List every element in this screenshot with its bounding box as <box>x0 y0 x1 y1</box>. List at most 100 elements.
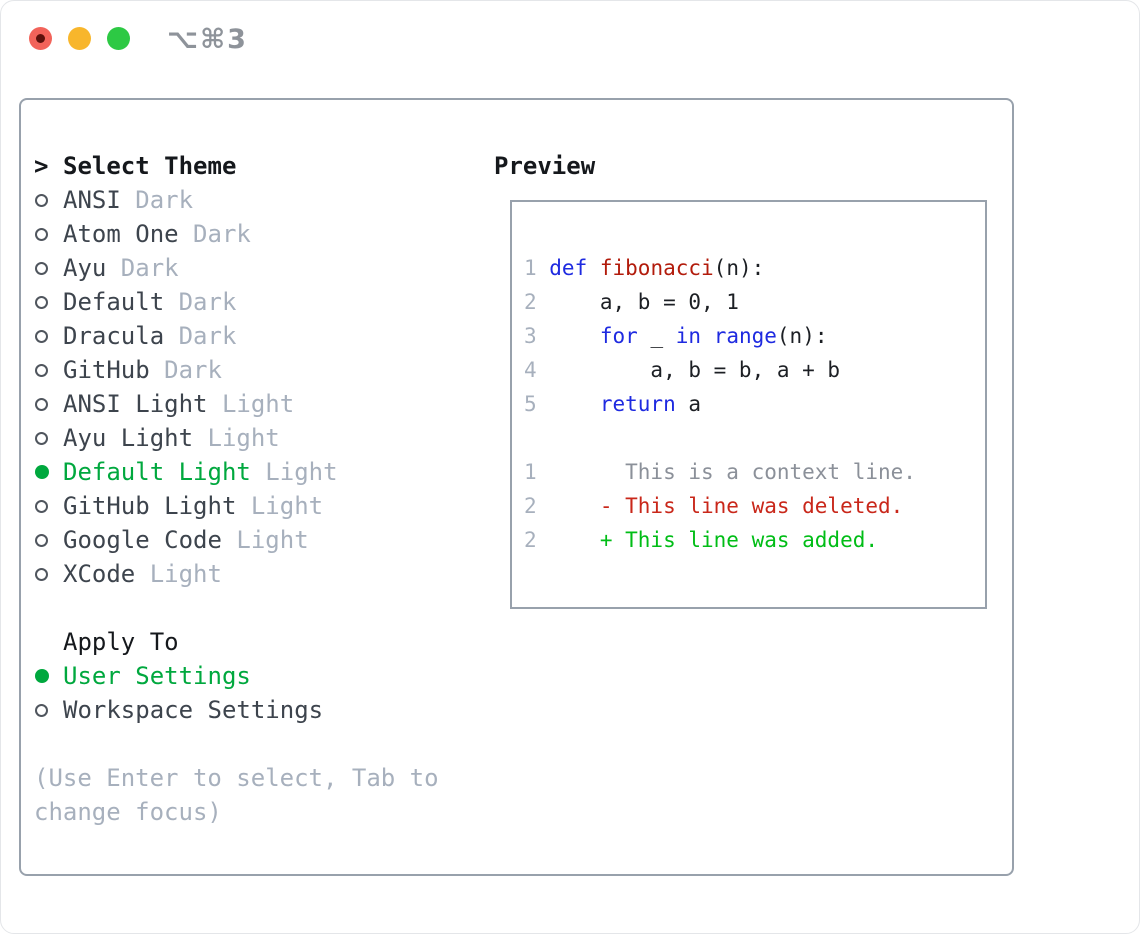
help-text: (Use Enter to select, Tab to change focu… <box>34 761 479 829</box>
code-line: 3 for _ in range(n): <box>524 319 985 353</box>
theme-variant-tag: Light <box>193 424 280 452</box>
theme-variant-tag: Light <box>207 390 295 418</box>
help-text-line: change focus) <box>34 798 222 826</box>
theme-variant-tag: Dark <box>164 288 237 316</box>
code-line: 4 a, b = b, a + b <box>524 353 985 387</box>
keyboard-shortcut-label: ⌥⌘3 <box>167 23 248 55</box>
close-button[interactable] <box>29 27 52 50</box>
theme-name: XCode <box>63 560 136 588</box>
blank-line <box>524 421 985 455</box>
theme-option-default[interactable]: Default Dark <box>34 285 479 319</box>
theme-name: Google Code <box>63 526 222 554</box>
zoom-button[interactable] <box>107 27 130 50</box>
code-text: a, b = b, a + b <box>549 358 841 382</box>
apply-option-user-settings[interactable]: User Settings <box>34 659 479 693</box>
theme-option-xcode[interactable]: XCode Light <box>34 557 479 591</box>
theme-variant-tag: Dark <box>178 220 251 248</box>
theme-name: GitHub <box>63 356 150 384</box>
theme-option-ansi-light[interactable]: ANSI Light Light <box>34 387 479 421</box>
line-number: 1 <box>524 460 537 484</box>
radio-selected-icon <box>35 465 49 479</box>
theme-option-ayu-light[interactable]: Ayu Light Light <box>34 421 479 455</box>
apply-option-workspace-settings[interactable]: Workspace Settings <box>34 693 479 727</box>
close-button-dot-icon <box>36 34 45 43</box>
theme-variant-tag: Light <box>250 458 338 486</box>
diff-text: + This line was added. <box>549 528 879 552</box>
radio-icon <box>35 397 48 411</box>
line-number: 2 <box>524 494 537 518</box>
theme-variant-tag: Light <box>236 492 324 520</box>
theme-option-github-light[interactable]: GitHub Light Light <box>34 489 479 523</box>
radio-icon <box>35 703 48 717</box>
theme-option-default-light[interactable]: Default Light Light <box>34 455 479 489</box>
apply-option-label: User Settings <box>63 662 251 690</box>
theme-option-dracula[interactable]: Dracula Dark <box>34 319 479 353</box>
theme-option-ansi[interactable]: ANSI Dark <box>34 183 479 217</box>
apply-option-label: Workspace Settings <box>63 696 324 724</box>
theme-variant-tag: Dark <box>164 322 237 350</box>
minimize-button[interactable] <box>68 27 91 50</box>
theme-name: Default Light <box>63 458 251 486</box>
line-number: 2 <box>524 528 537 552</box>
diff-text: This is a context line. <box>549 460 916 484</box>
select-theme-header: > Select Theme <box>34 149 479 183</box>
theme-name: Default <box>63 288 165 316</box>
line-number: 1 <box>524 256 537 280</box>
radio-icon <box>35 431 48 445</box>
radio-icon <box>35 227 48 241</box>
theme-name: Dracula <box>63 322 165 350</box>
preview-header: Preview <box>494 149 999 183</box>
theme-variant-tag: Dark <box>120 186 194 214</box>
line-number: 3 <box>524 324 537 348</box>
preview-title: Preview <box>494 152 596 180</box>
theme-name: ANSI Light <box>63 390 208 418</box>
code-line: 5 return a <box>524 387 985 421</box>
line-number: 4 <box>524 358 537 382</box>
code-text: def fibonacci(n): <box>549 256 765 280</box>
theme-name: Ayu Light <box>63 424 194 452</box>
titlebar: ⌥⌘3 <box>1 1 1139 77</box>
radio-icon <box>35 567 48 581</box>
theme-variant-tag: Light <box>221 526 309 554</box>
apply-to-header: Apply To <box>34 625 479 659</box>
diff-line-context: 1 This is a context line. <box>524 455 985 489</box>
select-theme-title: Select Theme <box>63 152 237 180</box>
code-line: 2 a, b = 0, 1 <box>524 285 985 319</box>
theme-variant-tag: Dark <box>149 356 222 384</box>
radio-icon <box>35 363 48 377</box>
diff-line-added: 2 + This line was added. <box>524 523 985 557</box>
help-text-line: (Use Enter to select, Tab to <box>34 764 439 792</box>
radio-icon <box>35 295 48 309</box>
spacer <box>34 591 479 625</box>
theme-option-github[interactable]: GitHub Dark <box>34 353 479 387</box>
theme-variant-tag: Dark <box>106 254 179 282</box>
code-text: return a <box>599 392 702 416</box>
theme-name: Ayu <box>63 254 107 282</box>
theme-name: Atom One <box>63 220 179 248</box>
theme-name: GitHub Light <box>63 492 237 520</box>
line-number: 5 <box>524 392 537 416</box>
code-text: for _ in range(n): <box>599 324 828 348</box>
theme-option-atom-one[interactable]: Atom One Dark <box>34 217 479 251</box>
spacer <box>34 727 479 761</box>
diff-line-deleted: 2 - This line was deleted. <box>524 489 985 523</box>
focus-caret-icon: > <box>34 152 49 180</box>
code-line: 1 def fibonacci(n): <box>524 251 985 285</box>
diff-text: - This line was deleted. <box>549 494 904 518</box>
line-number: 2 <box>524 290 537 314</box>
traffic-lights <box>29 27 130 50</box>
apply-to-title: Apply To <box>63 628 179 656</box>
theme-option-google-code[interactable]: Google Code Light <box>34 523 479 557</box>
radio-selected-icon <box>35 669 49 683</box>
theme-option-ayu[interactable]: Ayu Dark <box>34 251 479 285</box>
radio-icon <box>35 261 48 275</box>
theme-variant-tag: Light <box>135 560 222 588</box>
